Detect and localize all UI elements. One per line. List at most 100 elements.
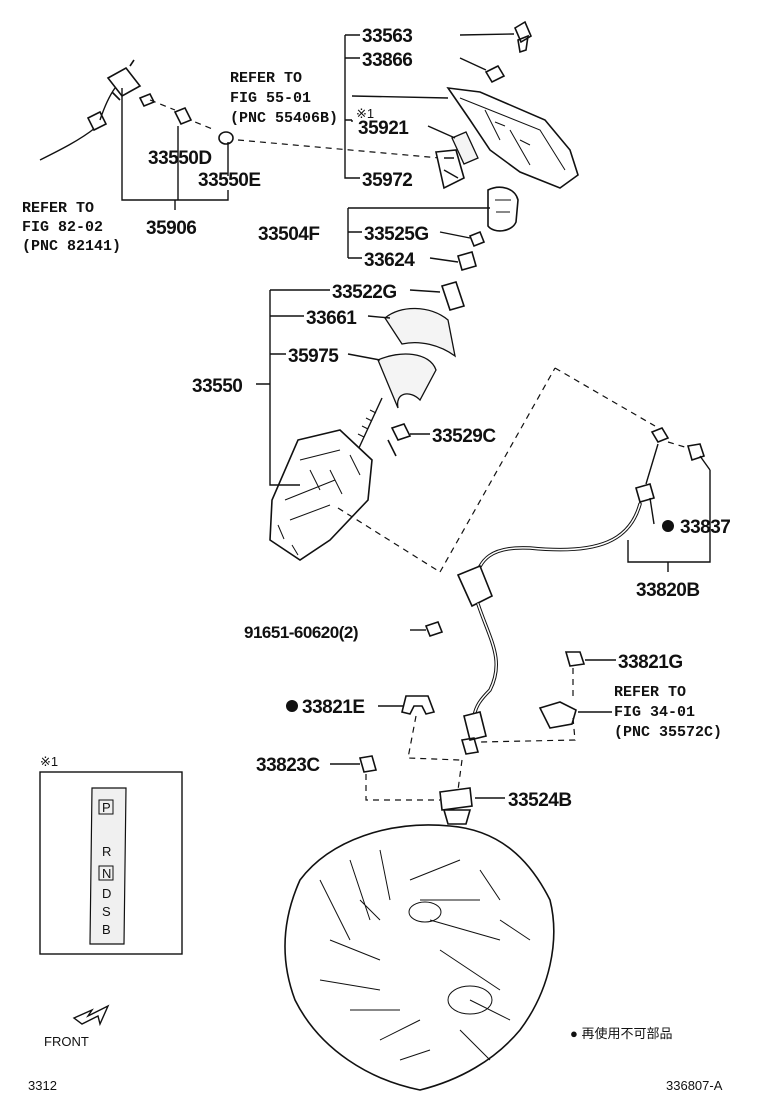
gear-p: P [102,800,111,815]
part-35972 [435,149,465,190]
gear-n-box [98,865,114,881]
dash-33823C [365,759,463,801]
leader-to-35921 [427,125,456,139]
label-33821G: 33821G [618,652,683,673]
shift-lever-assembly-detail [277,449,361,556]
label-33550D: 33550D [148,148,212,169]
part-33624 [457,251,477,271]
dash-bracket-cable [479,717,576,743]
cable-clip-left [86,110,108,132]
inset-mark: ※1 [40,754,58,769]
gear-s: S [102,904,111,919]
shift-lever-assembly [269,429,373,561]
transmission [284,824,555,1091]
front-arrow-icon [72,1004,110,1027]
label-35975: 35975 [288,346,339,367]
transmission-boss-2 [447,985,493,1015]
label-33504F: 33504F [258,224,319,245]
part-33550E [218,131,234,145]
part-33661 [384,307,456,358]
shift-cable-lower [472,602,499,718]
label-35906: 35906 [146,218,196,239]
shift-cable-inner [474,503,641,581]
leader-to-33661 [367,315,391,319]
label-33550: 33550 [192,376,242,397]
connector-ring-35906 [138,92,156,108]
ref-fig34-line2: FIG 34-01 [614,704,695,721]
gear-b: B [102,922,111,937]
shift-knob [487,186,519,232]
front-label: FRONT [44,1034,89,1049]
ref-fig82-line1: REFER TO [22,200,94,217]
dash-lever-cable [337,367,656,573]
label-33624: 33624 [364,250,415,271]
label-33820B: 33820B [636,580,700,601]
leader-33563 [344,34,360,179]
label-91651: 91651-60620(2) [244,623,358,642]
label-33563: 33563 [362,26,412,47]
leader-to-35972 [443,169,459,179]
ref-fig55-line1: REFER TO [230,70,302,87]
label-33821E: 33821E [302,697,365,718]
part-33821E [401,695,436,715]
part-33525G [468,230,486,248]
leader-33550 [256,289,330,486]
non-reusable-mark-33837 [662,520,674,532]
ref-fig34-line3: (PNC 35572C) [614,724,722,741]
page-code: 3312 [28,1078,57,1093]
cable-end-upper [650,427,670,443]
shift-knob-detail [495,199,511,213]
label-33550E: 33550E [198,170,261,191]
figure-code: 336807-A [666,1078,723,1093]
label-33529C: 33529C [432,426,496,447]
dash-33821E [407,715,461,761]
inset-box [39,771,183,955]
label-35972: 35972 [362,170,412,191]
ref-fig34-line1: REFER TO [614,684,686,701]
part-33522G [440,281,466,311]
label-33837: 33837 [680,517,730,538]
label-33661: 33661 [306,308,357,329]
leader-to-33563 [459,33,515,36]
ref-fig55-mark: ※1 [356,106,374,121]
part-35921 [451,131,479,165]
leader-to-33525G [439,231,471,239]
shift-cable [473,502,642,582]
cable-bracket [456,564,494,608]
leader-to-33866 [459,57,487,71]
part-33837 [635,483,655,503]
console-bezel-detail [459,97,566,171]
part-33563 [513,20,533,54]
gear-r: R [102,844,111,859]
label-33823C: 33823C [256,755,320,776]
cable-82141 [39,127,96,161]
label-33522G: 33522G [332,282,397,303]
cable-rod [645,443,659,485]
gear-p-box [98,799,114,815]
legend-non-reusable: ● 再使用不可部品 [570,1026,672,1041]
label-35921: 35921 [358,118,409,139]
leader-33820B [627,455,711,563]
transmission-detail [319,849,531,1061]
cable-end-lower [460,711,487,755]
label-33525G: 33525G [364,224,429,245]
ref-fig55-line2: FIG 55-01 [230,90,311,107]
bracket-35572C [538,701,577,729]
gear-n: N [102,866,111,881]
label-33866: 33866 [362,50,412,71]
ref-fig55-line3: (PNC 55406B) [230,110,338,127]
part-33529C [387,423,412,457]
lever-rod [357,397,383,451]
part-33866 [484,64,506,84]
leader-33504F [347,207,490,259]
part-33524B [439,787,473,825]
non-reusable-mark-33821E [286,700,298,712]
leader-to-33522G [409,289,441,293]
leader-fig55 [351,95,449,99]
console-bezel [446,86,579,189]
ref-fig82-line3: (PNC 82141) [22,238,121,255]
connector-35906 [106,59,142,101]
bolt-91651 [424,621,444,637]
shift-cable-lower-inner [473,603,498,717]
